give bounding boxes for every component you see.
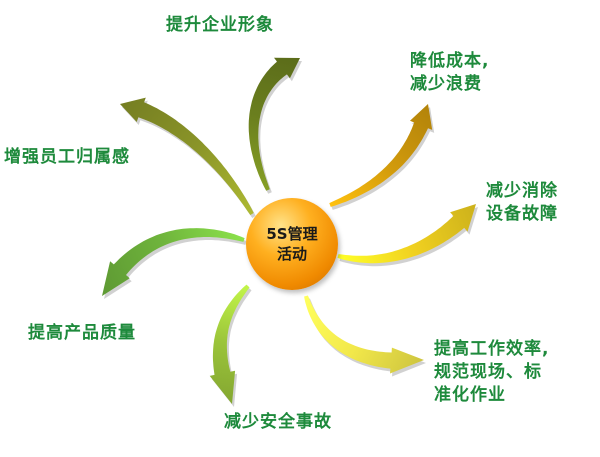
center-orb: 5S管理 活动 xyxy=(246,198,338,290)
arrow-efficiency xyxy=(304,295,424,374)
benefit-label-belonging: 增强员工归属感 xyxy=(4,147,130,167)
arrow-company-image xyxy=(248,57,300,191)
benefit-label-company-image: 提升企业形象 xyxy=(166,15,274,35)
arrow-belonging xyxy=(120,97,254,215)
arrow-safety xyxy=(209,284,250,404)
arrow-reduce-equipment-fault xyxy=(337,204,476,264)
arrow-quality xyxy=(102,228,245,296)
benefit-label-safety: 减少安全事故 xyxy=(224,412,332,432)
center-title: 5S管理 xyxy=(266,225,318,243)
benefit-label-efficiency: 提高工作效率, 规范现场、标 准化作业 xyxy=(434,339,550,405)
benefit-label-reduce-cost: 降低成本, 减少浪费 xyxy=(410,51,490,94)
benefit-label-reduce-equipment-fault: 减少消除 设备故障 xyxy=(486,181,558,224)
arrow-reduce-cost xyxy=(329,104,433,207)
center-subtitle: 活动 xyxy=(276,245,307,263)
benefit-label-quality: 提高产品质量 xyxy=(28,323,136,343)
